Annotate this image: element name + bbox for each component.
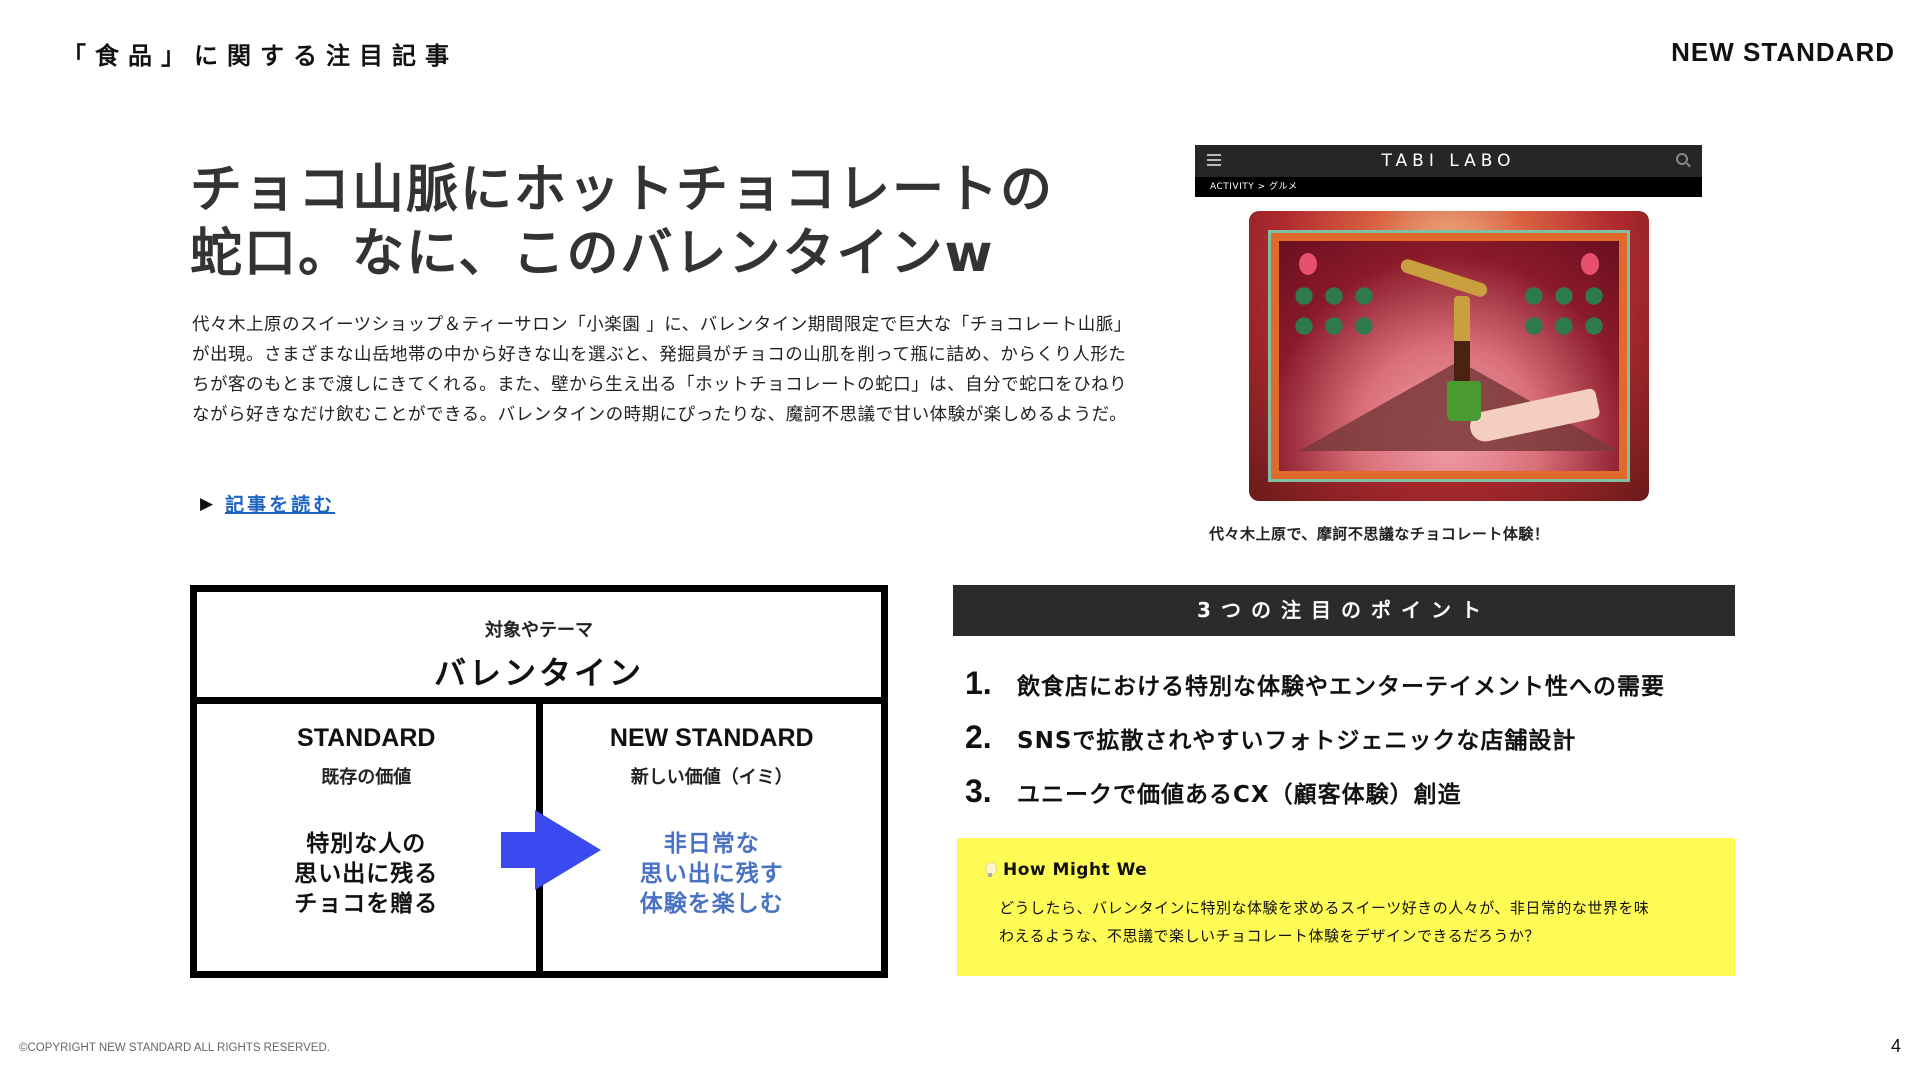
- desc-line: チョコを贈る: [294, 891, 439, 917]
- search-icon: [1676, 153, 1688, 165]
- site-header: TABI LABO: [1195, 145, 1702, 177]
- faucet-handle-graphic: [1398, 257, 1489, 299]
- section-label: 「食品」に関する注目記事: [62, 42, 458, 70]
- points-header: 3つの注目のポイント: [953, 585, 1735, 636]
- hmw-body-line: わえるような、不思議で楽しいチョコレート体験をデザインできるだろうか？: [999, 927, 1540, 945]
- value-comparison-table: 対象やテーマ バレンタイン STANDARD 既存の価値 特別な人の 思い出に残…: [190, 585, 888, 978]
- standard-description: 特別な人の 思い出に残る チョコを贈る: [197, 829, 536, 919]
- hmw-title-row: How Might We: [985, 860, 1707, 880]
- list-item: 3. ユニークで価値あるCX（顧客体験）創造: [965, 773, 1745, 827]
- desc-line: 思い出に残る: [294, 861, 439, 887]
- lightbulb-icon: [985, 862, 997, 878]
- list-item: 2. SNSで拡散されやすいフォトジェニックな店舗設計: [965, 719, 1745, 773]
- hamburger-icon: [1207, 154, 1221, 166]
- right-arrow-icon: [501, 810, 601, 890]
- desc-line: 体験を楽しむ: [639, 891, 784, 917]
- list-item: 1. 飲食店における特別な体験やエンターテイメント性への需要: [965, 665, 1745, 719]
- desc-line: 特別な人の: [306, 831, 427, 857]
- new-standard-description: 非日常な 思い出に残す 体験を楽しむ: [543, 829, 882, 919]
- breadcrumb: ACTIVITY > グルメ: [1195, 177, 1702, 197]
- hmw-body-line: どうしたら、バレンタインに特別な体験を求めるスイーツ好きの人々が、非日常的な世界…: [999, 899, 1650, 917]
- hmw-title: How Might We: [1003, 860, 1148, 880]
- read-more: ▶ 記事を読む: [200, 490, 335, 517]
- standard-heading: STANDARD: [297, 724, 436, 752]
- article-body: 代々木上原のスイーツショップ＆ティーサロン「小楽園 」に、バレンタイン期間限定で…: [192, 315, 1132, 425]
- new-standard-column: NEW STANDARD 新しい価値（イミ） 非日常な 思い出に残す 体験を楽し…: [543, 704, 882, 971]
- desc-line: 思い出に残す: [639, 861, 784, 887]
- faucet-spout-graphic: [1453, 296, 1470, 386]
- brand-logo: NEW STANDARD: [1671, 37, 1895, 67]
- point-number: 1.: [965, 665, 992, 701]
- point-text: 飲食店における特別な体験やエンターテイメント性への需要: [1017, 674, 1665, 700]
- desc-line: 非日常な: [663, 831, 760, 857]
- point-text: SNSで拡散されやすいフォトジェニックな店舗設計: [1017, 728, 1577, 754]
- article-image: [1248, 211, 1649, 501]
- hmw-body: どうしたら、バレンタインに特別な体験を求めるスイーツ好きの人々が、非日常的な世界…: [985, 894, 1707, 950]
- article-title-line-1: チョコ山脈にホットチョコレートの: [190, 160, 1055, 220]
- green-cup-graphic: [1446, 381, 1481, 421]
- topic-cell: 対象やテーマ バレンタイン: [197, 592, 881, 704]
- lantern-icon: [1580, 253, 1599, 275]
- page-number: 4: [1890, 1036, 1901, 1056]
- point-number: 3.: [965, 773, 992, 809]
- topic-label: 対象やテーマ: [485, 620, 593, 641]
- how-might-we-box: How Might We どうしたら、バレンタインに特別な体験を求めるスイーツ好…: [957, 838, 1735, 976]
- article-thumbnail: TABI LABO ACTIVITY > グルメ 代々木上原で、摩訶不思議なチョ…: [1195, 145, 1702, 544]
- read-article-link[interactable]: 記事を読む: [225, 494, 336, 516]
- article-title-line-2: 蛇口。なに、このバレンタインw: [190, 224, 995, 284]
- new-standard-heading: NEW STANDARD: [609, 724, 814, 752]
- new-standard-subheading: 新しい価値（イミ）: [630, 767, 793, 788]
- article-title: チョコ山脈にホットチョコレートの 蛇口。なに、このバレンタインw: [190, 158, 1090, 286]
- point-number: 2.: [965, 719, 992, 755]
- standard-subheading: 既存の価値: [321, 767, 412, 788]
- lantern-icon: [1298, 253, 1317, 275]
- copyright-notice: ©COPYRIGHT NEW STANDARD ALL RIGHTS RESER…: [19, 1042, 330, 1054]
- image-caption: 代々木上原で、摩訶不思議なチョコレート体験！: [1209, 525, 1550, 543]
- pine-tree-graphic: [1518, 281, 1609, 341]
- topic-value: バレンタイン: [433, 654, 644, 692]
- play-triangle-icon: ▶: [200, 493, 214, 514]
- ornate-frame: [1267, 230, 1630, 482]
- point-text: ユニークで価値あるCX（顧客体験）創造: [1017, 782, 1462, 808]
- site-name: TABI LABO: [1381, 151, 1516, 171]
- standard-column: STANDARD 既存の価値 特別な人の 思い出に残る チョコを贈る: [197, 704, 543, 971]
- points-list: 1. 飲食店における特別な体験やエンターテイメント性への需要 2. SNSで拡散…: [965, 665, 1745, 827]
- pine-tree-graphic: [1288, 281, 1379, 341]
